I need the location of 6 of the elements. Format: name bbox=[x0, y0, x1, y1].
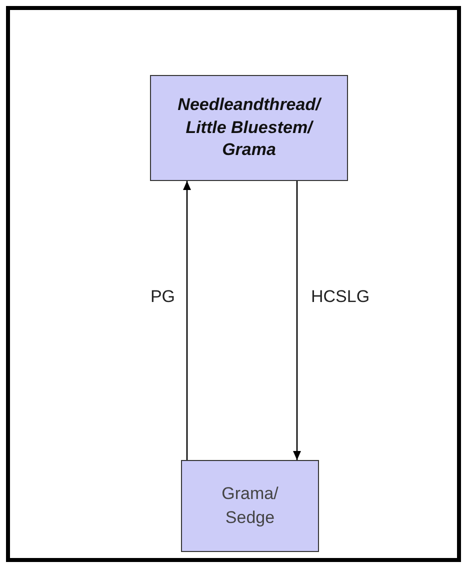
state-name: Needleandthread/ Little Bluestem/ Grama bbox=[176, 94, 323, 162]
state-name: Grama/ Sedge bbox=[220, 483, 280, 529]
state-box bbox=[181, 460, 319, 552]
arrow bbox=[293, 181, 301, 460]
arrow bbox=[183, 181, 191, 460]
state-box bbox=[150, 75, 348, 181]
